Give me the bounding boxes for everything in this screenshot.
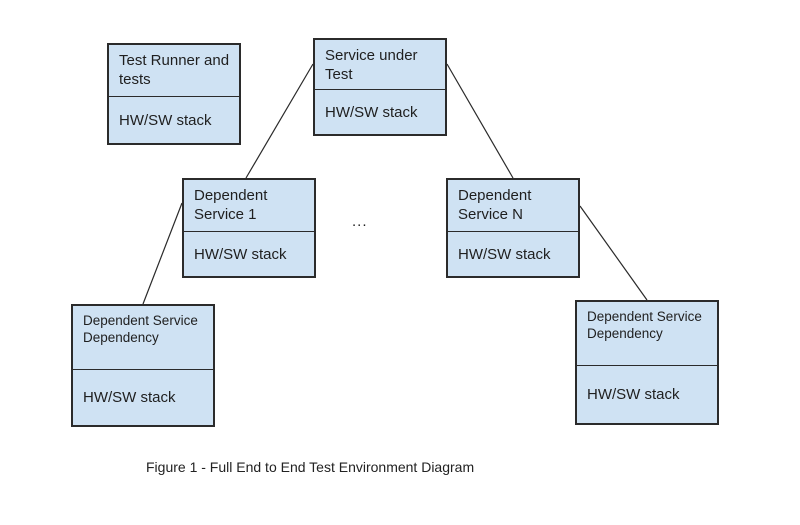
dependent-service-1-stack-label: HW/SW stack	[194, 245, 287, 263]
dependent-service-dependency-right-node: Dependent Service Dependency HW/SW stack	[575, 300, 719, 425]
dependency-right-stack-label: HW/SW stack	[587, 386, 680, 403]
dependency-right-title: Dependent Service Dependency	[577, 302, 717, 366]
dependent-service-1-title: Dependent Service 1	[184, 180, 314, 232]
dependent-service-n-title: Dependent Service N	[448, 180, 578, 232]
connector-dependent-service-1-to-dependency	[142, 202, 183, 305]
dependency-left-stack-label: HW/SW stack	[83, 389, 176, 406]
dependent-service-n-node: Dependent Service N HW/SW stack	[446, 178, 580, 278]
test-runner-stack-label: HW/SW stack	[119, 111, 212, 129]
dependent-service-1-node: Dependent Service 1 HW/SW stack	[182, 178, 316, 278]
connector-sut-to-dependent-service-1	[245, 63, 314, 179]
dependent-service-dependency-left-node: Dependent Service Dependency HW/SW stack	[71, 304, 215, 427]
more-services-ellipsis: ...	[352, 213, 368, 230]
connector-dependent-service-n-to-dependency	[579, 205, 648, 301]
dependency-left-title: Dependent Service Dependency	[73, 306, 213, 370]
service-under-test-node: Service under Test HW/SW stack	[313, 38, 447, 136]
test-runner-title: Test Runner and tests	[109, 45, 239, 97]
service-under-test-title: Service under Test	[315, 40, 445, 90]
test-runner-node: Test Runner and tests HW/SW stack	[107, 43, 241, 145]
dependent-service-n-stack-label: HW/SW stack	[458, 245, 551, 263]
figure-caption: Figure 1 - Full End to End Test Environm…	[146, 459, 475, 475]
service-under-test-stack-label: HW/SW stack	[325, 103, 418, 121]
connector-sut-to-dependent-service-n	[446, 63, 514, 179]
